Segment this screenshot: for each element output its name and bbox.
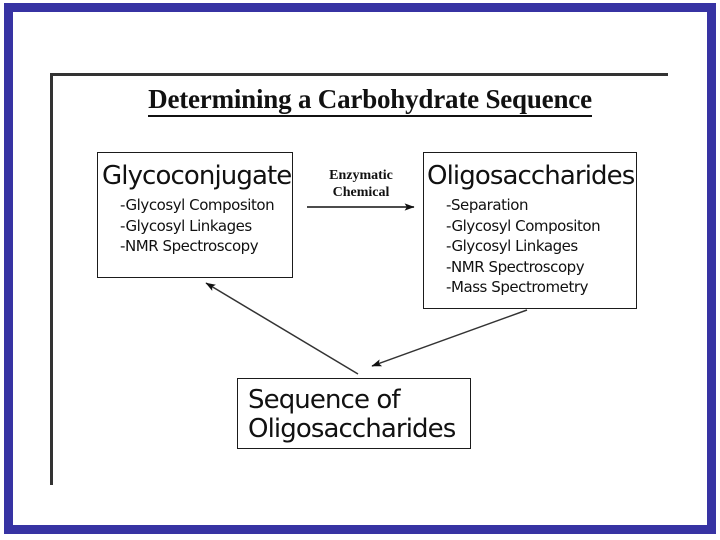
node-oligosaccharides[interactable]: Oligosaccharides -Separation -Glycosyl C… bbox=[423, 152, 637, 309]
oligosaccharides-to-sequence-arrow bbox=[371, 309, 528, 367]
content-rule-left bbox=[50, 73, 53, 485]
slide-title-text: Determining a Carbohydrate Sequence bbox=[148, 84, 592, 117]
list-item: -NMR Spectroscopy bbox=[120, 237, 259, 255]
node-sequence-of-oligosaccharides[interactable]: Sequence of Oligosaccharides bbox=[237, 378, 471, 449]
slide-border-left bbox=[4, 3, 13, 534]
node-oligosaccharides-list: -Separation -Glycosyl Compositon -Glycos… bbox=[446, 195, 601, 298]
content-rule-top bbox=[50, 73, 668, 76]
sequence-to-glycoconjugate-arrow bbox=[205, 282, 359, 375]
node-glycoconjugate[interactable]: Glycoconjugate -Glycosyl Compositon -Gly… bbox=[97, 152, 293, 278]
list-item: -Glycosyl Linkages bbox=[120, 216, 252, 235]
node-oligosaccharides-heading: Oligosaccharides bbox=[427, 161, 635, 191]
slide-border-top bbox=[4, 3, 716, 12]
node-sequence-heading: Sequence of Oligosaccharides bbox=[248, 385, 456, 444]
list-item: -Glycosyl Compositon bbox=[446, 216, 601, 235]
conversion-label-line2: Chemical bbox=[332, 184, 390, 200]
node-sequence-line1: Sequence of bbox=[248, 385, 401, 415]
slide-title: Determining a Carbohydrate Sequence bbox=[85, 84, 655, 117]
list-item: -NMR Spectroscopy bbox=[446, 257, 585, 276]
conversion-label: Enzymatic Chemical bbox=[305, 168, 417, 201]
list-item: -Glycosyl Compositon bbox=[120, 196, 275, 214]
slide-border-bottom bbox=[4, 525, 716, 534]
list-item: -Mass Spectrometry bbox=[446, 278, 589, 296]
slide-border-right bbox=[707, 3, 716, 534]
list-item: -Separation bbox=[446, 196, 529, 214]
conversion-label-line1: Enzymatic bbox=[329, 168, 393, 183]
node-glycoconjugate-list: -Glycosyl Compositon -Glycosyl Linkages … bbox=[120, 195, 275, 257]
list-item: -Glycosyl Linkages bbox=[446, 237, 578, 255]
node-glycoconjugate-heading: Glycoconjugate bbox=[102, 161, 292, 191]
node-sequence-line2: Oligosaccharides bbox=[248, 414, 456, 444]
